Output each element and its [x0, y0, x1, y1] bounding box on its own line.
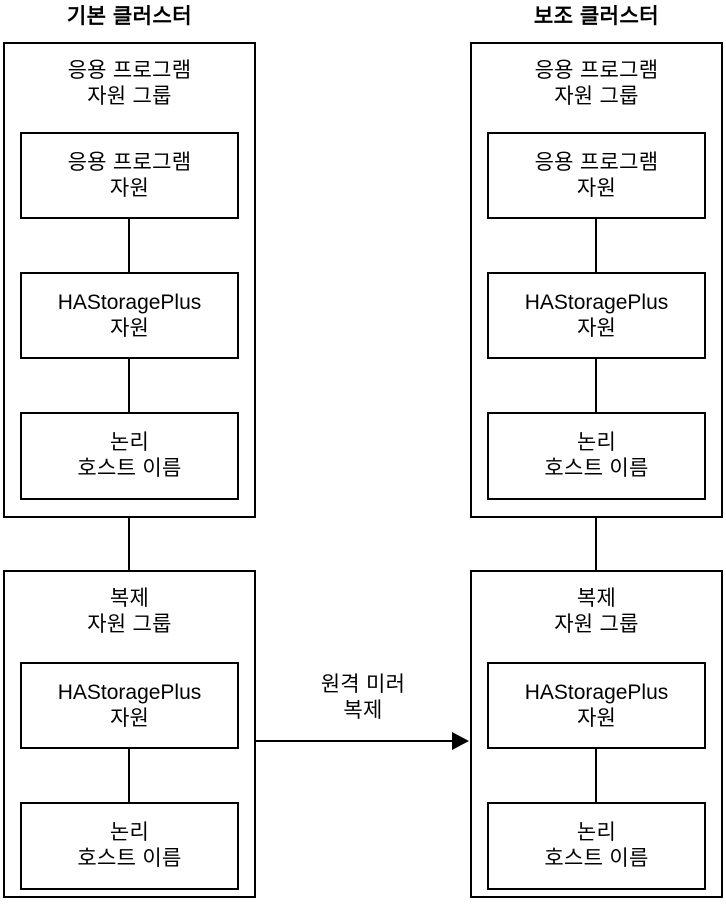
- primary-cluster-title: 기본 클러스터: [66, 5, 193, 28]
- connector-line: [128, 749, 130, 803]
- secondary-logical-hostname-resource: 논리 호스트 이름: [487, 412, 706, 500]
- primary-application-resource-group-label: 응용 프로그램 자원 그룹: [67, 59, 192, 108]
- connector-line: [128, 219, 130, 273]
- connector-line: [595, 359, 597, 413]
- connector-line-group: [128, 516, 130, 572]
- replication-arrow-shaft: [256, 740, 452, 742]
- connector-line: [595, 219, 597, 273]
- secondary-replication-logical-hostname-resource-label: 논리 호스트 이름: [544, 821, 649, 870]
- secondary-replication-resource-group-label: 복제 자원 그룹: [554, 587, 639, 636]
- secondary-application-resource-group-label: 응용 프로그램 자원 그룹: [534, 59, 659, 108]
- secondary-logical-hostname-resource-label: 논리 호스트 이름: [544, 431, 649, 480]
- primary-logical-hostname-resource-label: 논리 호스트 이름: [77, 431, 182, 480]
- primary-replication-hastorageplus-resource: HAStoragePlus 자원: [20, 662, 239, 749]
- primary-replication-logical-hostname-resource: 논리 호스트 이름: [20, 802, 239, 890]
- primary-application-resource-label: 응용 프로그램 자원: [67, 150, 192, 200]
- primary-replication-logical-hostname-resource-label: 논리 호스트 이름: [77, 821, 182, 870]
- connector-line: [128, 359, 130, 413]
- primary-hastorageplus-resource-label: HAStoragePlus 자원: [57, 290, 202, 340]
- secondary-replication-hastorageplus-resource: HAStoragePlus 자원: [487, 662, 706, 749]
- connector-line: [595, 749, 597, 803]
- secondary-hastorageplus-resource: HAStoragePlus 자원: [487, 272, 706, 359]
- connector-line-group: [595, 516, 597, 572]
- secondary-hastorageplus-resource-label: HAStoragePlus 자원: [524, 290, 669, 340]
- primary-logical-hostname-resource: 논리 호스트 이름: [20, 412, 239, 500]
- primary-hastorageplus-resource: HAStoragePlus 자원: [20, 272, 239, 359]
- secondary-cluster-title: 보조 클러스터: [533, 5, 660, 28]
- replication-arrow-head-icon: [452, 732, 469, 750]
- primary-replication-hastorageplus-resource-label: HAStoragePlus 자원: [57, 680, 202, 730]
- secondary-replication-logical-hostname-resource: 논리 호스트 이름: [487, 802, 706, 890]
- secondary-replication-hastorageplus-resource-label: HAStoragePlus 자원: [524, 680, 669, 730]
- secondary-application-resource-label: 응용 프로그램 자원: [534, 150, 659, 200]
- primary-application-resource: 응용 프로그램 자원: [20, 132, 239, 219]
- replication-arrow-label: 원격 미러 복제: [320, 673, 406, 722]
- primary-replication-resource-group-label: 복제 자원 그룹: [87, 587, 172, 636]
- secondary-application-resource: 응용 프로그램 자원: [487, 132, 706, 219]
